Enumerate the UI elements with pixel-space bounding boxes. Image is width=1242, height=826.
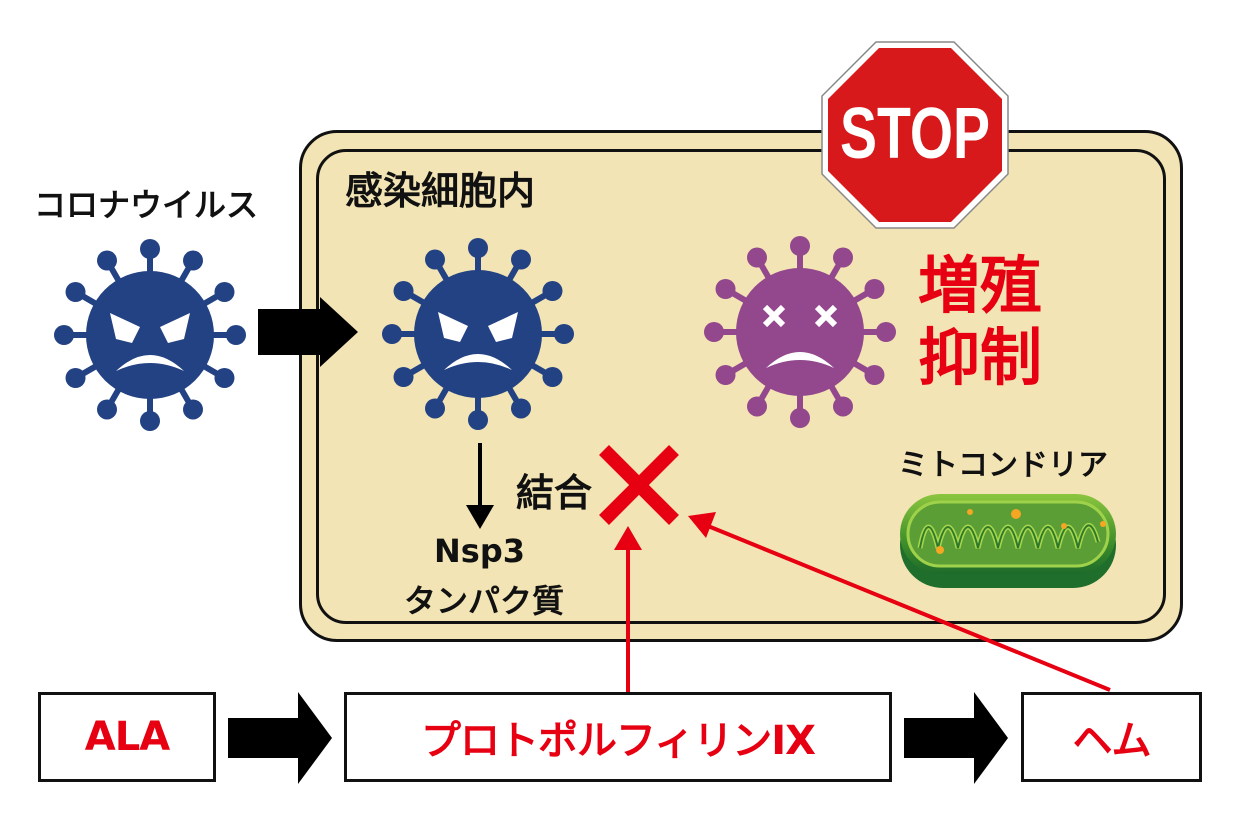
nsp3-protein-label: タンパク質	[404, 582, 565, 620]
pathway-box-ala: ALA	[38, 692, 216, 782]
entry-arrow-icon	[258, 297, 358, 367]
binding-label: 結合	[516, 471, 593, 515]
pathway-label-protoporphyrin: プロトポルフィリンIX	[421, 718, 816, 764]
pathway-box-protoporphyrin: プロトポルフィリンIX	[344, 692, 892, 782]
mitochondria-icon	[900, 494, 1116, 588]
pathway-arrow-1-icon	[228, 692, 332, 784]
pathway-label-heme: ヘム	[1072, 718, 1152, 764]
proliferation-suppression-label: 増殖 抑制	[918, 250, 1042, 394]
pathway-label-ala: ALA	[84, 714, 170, 760]
stop-sign-text: STOP	[840, 94, 990, 174]
infected-cell-label: 感染細胞内	[345, 169, 536, 213]
coronavirus-outside-icon	[54, 239, 246, 431]
coronavirus-inside-icon	[382, 238, 574, 430]
block-x-icon	[599, 445, 679, 525]
inhibited-virus-icon	[704, 236, 896, 428]
suppression-line-2: 抑制	[918, 321, 1043, 394]
nsp3-label: Nsp3	[434, 532, 525, 570]
stop-sign-icon: STOP	[821, 41, 1009, 229]
pathway-arrow-2-icon	[904, 692, 1008, 784]
infected-cell-inner-membrane	[316, 149, 1166, 624]
down-arrow-icon	[466, 443, 494, 529]
suppression-line-1: 増殖	[918, 249, 1043, 322]
mitochondria-label: ミトコンドリア	[898, 448, 1108, 483]
coronavirus-label: コロナウイルス	[34, 186, 259, 224]
pathway-box-heme: ヘム	[1021, 692, 1202, 782]
